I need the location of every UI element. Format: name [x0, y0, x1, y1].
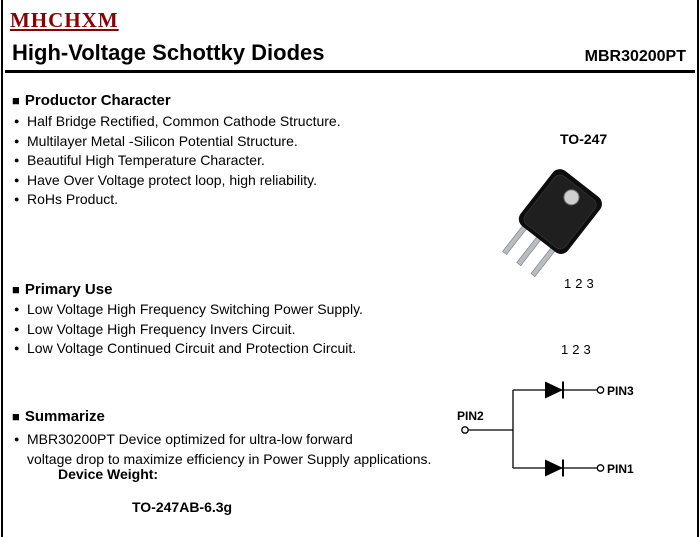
section-heading-summarize: ■ Summarize [12, 408, 105, 425]
pin-lead [516, 235, 543, 267]
page-border-left [1, 0, 3, 537]
summarize-line: voltage drop to maximize efficiency in P… [27, 450, 432, 467]
page-border-right [697, 0, 699, 537]
bullet-icon: ● [14, 155, 20, 165]
section-heading-productor: ■ Productor Character [12, 92, 171, 109]
pin3-label: PIN3 [607, 384, 634, 398]
bullet-icon: ● [14, 135, 20, 146]
primary-use-bullet-list: ● Low Voltage High Frequency Switching P… [14, 300, 363, 359]
section-heading-primary-use: ■ Primary Use [12, 281, 112, 298]
section-heading-text: Primary Use [24, 281, 113, 298]
bullet-icon: ● [14, 343, 20, 353]
bullet-text: Beautiful High Temperature Character. [27, 152, 265, 168]
pin1-terminal [596, 464, 605, 472]
device-weight-value: TO-247AB-6.3g [132, 499, 233, 515]
bullet-icon: ● [14, 116, 20, 126]
pin-lead [502, 224, 528, 255]
list-item: ● Have Over Voltage protect loop, high r… [14, 171, 341, 191]
mounting-hole-icon [563, 189, 580, 206]
circuit-diagram: PIN2 PIN3 PIN1 [457, 381, 634, 477]
bullet-icon: ● [14, 323, 20, 334]
package-pin-numbers: 123 [564, 276, 598, 291]
bullet-icon: ● [14, 304, 20, 314]
list-item: ● Half Bridge Rectified, Common Cathode … [14, 112, 341, 132]
page-title: High-Voltage Schottky Diodes [12, 40, 325, 65]
list-item: ● Beautiful High Temperature Character. [14, 151, 341, 171]
device-weight-label: Device Weight: [58, 466, 159, 482]
section-marker-icon: ■ [12, 282, 20, 297]
section-marker-icon: ■ [12, 93, 20, 108]
bullet-icon: ● [14, 434, 20, 444]
summarize-text: ● MBR30200PT Device optimized for ultra-… [14, 430, 444, 469]
diagram-pin-numbers: 123 [561, 342, 595, 357]
list-item: ● Low Voltage High Frequency Switching P… [14, 300, 363, 320]
summarize-line: MBR30200PT Device optimized for ultra-lo… [27, 431, 353, 447]
brand-logo: MHCHXM [10, 8, 119, 32]
list-item: ● Low Voltage High Frequency Invers Circ… [14, 320, 363, 340]
pin1-label: PIN1 [607, 462, 634, 476]
section-heading-text: Productor Character [24, 92, 171, 109]
pin-lead [530, 246, 557, 278]
diode-symbol [545, 381, 563, 399]
package-image [502, 169, 602, 278]
pin2-label: PIN2 [457, 409, 484, 423]
pin2-terminal [461, 426, 469, 434]
list-item: ● Low Voltage Continued Circuit and Prot… [14, 339, 363, 359]
bullet-text: Low Voltage High Frequency Invers Circui… [27, 320, 296, 337]
bullet-text: Multilayer Metal -Silicon Potential Stru… [27, 132, 298, 149]
diode-symbol [545, 459, 563, 477]
list-item: ● MBR30200PT Device optimized for ultra-… [14, 430, 444, 450]
section-marker-icon: ■ [12, 409, 20, 424]
bullet-text: Half Bridge Rectified, Common Cathode St… [27, 113, 341, 129]
package-name: TO-247 [560, 131, 608, 147]
bullet-icon: ● [14, 174, 20, 185]
bullet-text: Low Voltage High Frequency Switching Pow… [27, 301, 363, 317]
list-item: ● Multilayer Metal -Silicon Potential St… [14, 132, 341, 152]
bullet-icon: ● [14, 194, 20, 204]
bullet-text: Low Voltage Continued Circuit and Protec… [27, 340, 357, 356]
part-number: MBR30200PT [584, 48, 686, 65]
pin3-terminal [596, 386, 605, 394]
package-body-face [523, 174, 597, 250]
header-divider [5, 70, 695, 73]
bullet-text: RoHs Product. [27, 191, 119, 207]
list-item: ● RoHs Product. [14, 190, 341, 210]
productor-bullet-list: ● Half Bridge Rectified, Common Cathode … [14, 112, 341, 210]
bullet-text: Have Over Voltage protect loop, high rel… [27, 171, 318, 188]
section-heading-text: Summarize [24, 408, 105, 425]
